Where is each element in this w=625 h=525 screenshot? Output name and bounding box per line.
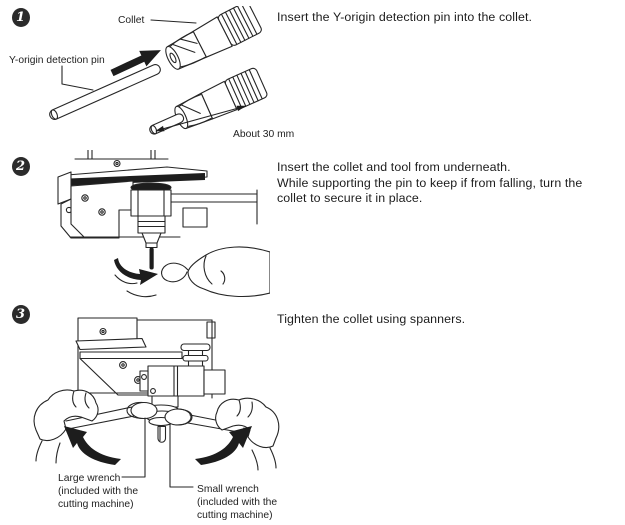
rotate-cw-arrow-icon xyxy=(195,426,252,465)
step-3-instruction: Tighten the collet using spanners. xyxy=(277,312,625,328)
instruction-line: While supporting the pin to keep if from… xyxy=(277,175,583,190)
instruction-line: Insert the Y-origin detection pin into t… xyxy=(277,10,533,24)
label-leader-lines xyxy=(61,19,197,91)
spindle-unit-drawing xyxy=(139,343,226,408)
detection-pin-drawing xyxy=(149,247,154,270)
right-hand-drawing xyxy=(215,397,280,471)
large-wrench-label-line-3: cutting machine) xyxy=(58,499,134,510)
y-origin-pin-drawing xyxy=(49,64,161,120)
large-wrench-label-line-1: Large wrench xyxy=(58,473,121,484)
insertion-arrow-icon xyxy=(110,50,161,77)
large-wrench-label-line-2: (included with the xyxy=(58,486,138,497)
dimension-label: About 30 mm xyxy=(233,129,294,140)
small-wrench-label-line-2: (included with the xyxy=(197,497,277,508)
machine-head-drawing xyxy=(57,150,258,239)
step-3-badge: 3 xyxy=(12,305,30,324)
step-2-instruction: Insert the collet and tool from undernea… xyxy=(277,160,625,207)
step-1-badge: 1 xyxy=(12,8,30,27)
tool-bit-drawing xyxy=(157,425,167,443)
step-2-figure xyxy=(57,150,270,298)
step-3-figure: Large wrench (included with the cutting … xyxy=(33,317,280,521)
rotate-arrow-icon xyxy=(114,258,158,285)
instruction-line: collet to secure it in place. xyxy=(277,191,423,205)
instruction-line: Insert the collet and tool from undernea… xyxy=(277,160,511,174)
rotate-ccw-arrow-icon xyxy=(64,426,121,465)
dimension-arrow xyxy=(155,105,246,132)
pin-inserted-collet-drawing xyxy=(149,67,268,135)
step-2-badge: 2 xyxy=(12,157,30,176)
spindle-unit-drawing xyxy=(130,182,172,270)
collet-label: Collet xyxy=(118,15,144,26)
small-wrench-label-line-3: cutting machine) xyxy=(197,510,273,521)
pin-label: Y-origin detection pin xyxy=(9,55,105,66)
machine-head-drawing xyxy=(75,317,216,399)
instruction-line: Tighten the collet using spanners. xyxy=(277,312,466,326)
step-1-figure: Collet Y-origin detection pin About 30 m… xyxy=(9,6,294,140)
wrench-label-leader-lines xyxy=(121,417,194,488)
hand-drawing xyxy=(114,246,270,298)
large-wrench-drawing xyxy=(65,401,158,430)
collet-drawing xyxy=(165,6,262,70)
small-wrench-drawing xyxy=(164,408,247,434)
step-1-instruction: Insert the Y-origin detection pin into t… xyxy=(277,10,625,26)
small-wrench-label-line-1: Small wrench xyxy=(197,484,259,495)
